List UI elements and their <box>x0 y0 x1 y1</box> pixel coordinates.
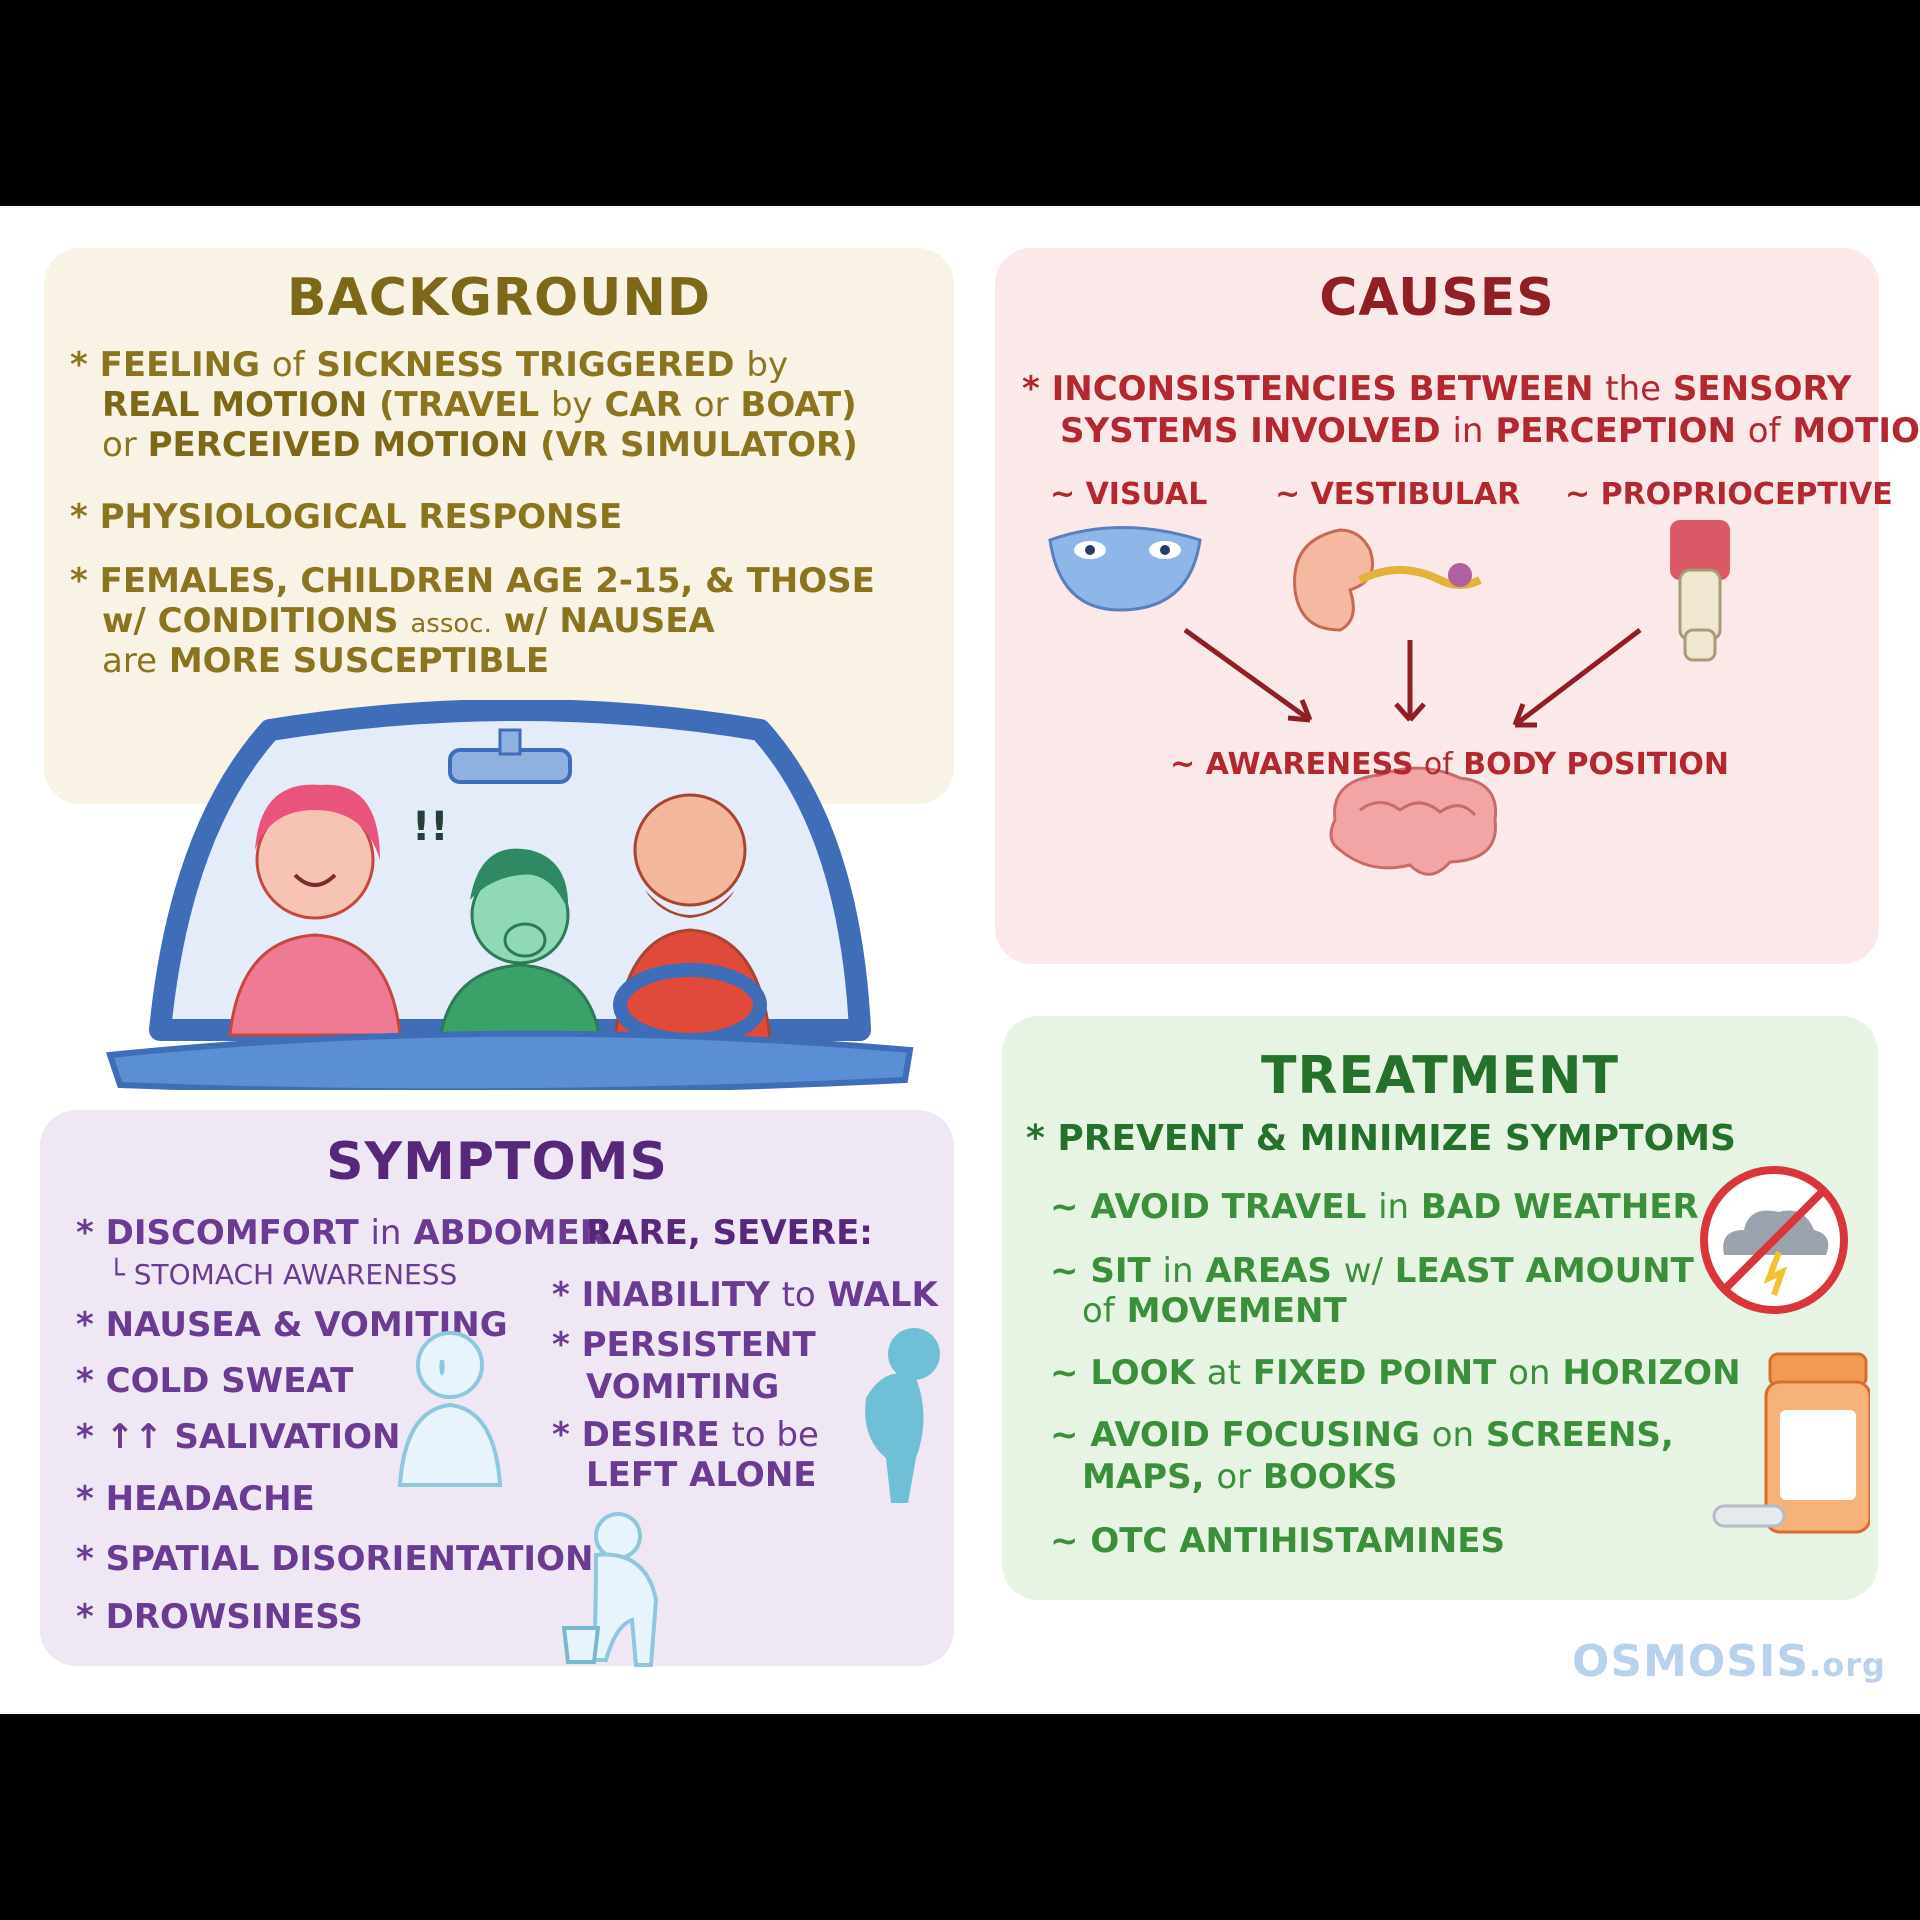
background-bullet-1-line2: REAL MOTION (TRAVEL by CAR or BOAT) <box>102 385 857 425</box>
car-illustration: !! <box>105 700 914 1090</box>
label-proprioceptive: ~ PROPRIOCEPTIVE <box>1565 477 1893 512</box>
background-bullet-2: * PHYSIOLOGICAL RESPONSE <box>70 497 623 537</box>
treatment-sit-areas-line2: of MOVEMENT <box>1082 1291 1347 1331</box>
treatment-main: * PREVENT & MINIMIZE SYMPTOMS <box>1026 1118 1736 1159</box>
arrow-proprioceptive <box>1513 628 1642 727</box>
awareness-body-position: ~ AWARENESS of BODY POSITION <box>1170 747 1730 782</box>
symptom-stomach-awareness: └ STOMACH AWARENESS <box>108 1258 458 1291</box>
symptom-headache: * HEADACHE <box>76 1479 315 1519</box>
face-icon <box>1048 526 1202 612</box>
causes-bullet-1: * INCONSISTENCIES BETWEEN the SENSORY <box>1022 369 1852 409</box>
symptom-persistent-vomiting-line2: VOMITING <box>586 1367 780 1407</box>
rare-severe-heading: RARE, SEVERE: <box>586 1213 873 1253</box>
symptom-discomfort-abdomen: * DISCOMFORT in ABDOMEN <box>76 1213 609 1253</box>
treatment-look-horizon: ~ LOOK at FIXED POINT on HORIZON <box>1050 1353 1741 1393</box>
medicine-bottle-icon <box>1712 1352 1870 1534</box>
background-title: BACKGROUND <box>286 268 712 328</box>
background-bullet-3: * FEMALES, CHILDREN AGE 2-15, & THOSE <box>70 561 875 601</box>
knee-joint-icon <box>1670 520 1730 662</box>
symptom-salivation: * ↑↑ SALIVATION <box>76 1417 401 1457</box>
background-bullet-3-line2: w/ CONDITIONS assoc. w/ NAUSEA <box>102 601 715 641</box>
treatment-avoid-weather: ~ AVOID TRAVEL in BAD WEATHER <box>1050 1187 1699 1227</box>
background-bullet-1-line3: or PERCEIVED MOTION (VR SIMULATOR) <box>102 425 858 465</box>
symptoms-title: SYMPTOMS <box>326 1132 668 1192</box>
no-bad-weather-icon <box>1700 1166 1848 1314</box>
sweating-figure-icon <box>397 1331 503 1487</box>
svg-text:!!: !! <box>412 804 448 850</box>
symptom-inability-walk: * INABILITY to WALK <box>552 1275 938 1315</box>
symptoms-panel <box>40 1110 954 1666</box>
brain-icon <box>1329 766 1498 876</box>
label-visual: ~ VISUAL <box>1050 477 1208 512</box>
symptom-drowsiness: * DROWSINESS <box>76 1597 363 1637</box>
osmosis-logo: OSMOSIS.org <box>1572 1636 1886 1687</box>
ear-icon <box>1293 528 1482 632</box>
treatment-sit-areas: ~ SIT in AREAS w/ LEAST AMOUNT <box>1050 1251 1694 1291</box>
treatment-antihistamines: ~ OTC ANTIHISTAMINES <box>1050 1521 1505 1561</box>
symptom-spatial-disorientation: * SPATIAL DISORIENTATION <box>76 1539 594 1579</box>
causes-bullet-1-line2: SYSTEMS INVOLVED in PERCEPTION of MOTION… <box>1060 411 1920 451</box>
treatment-title: TREATMENT <box>1261 1046 1619 1106</box>
treatment-panel <box>1002 1016 1878 1600</box>
causes-title: CAUSES <box>1319 268 1555 328</box>
treatment-avoid-screens-line2: MAPS, or BOOKS <box>1082 1457 1398 1497</box>
slumped-figure-icon <box>865 1328 940 1503</box>
symptom-desire-alone-line2: LEFT ALONE <box>586 1455 817 1495</box>
label-vestibular: ~ VESTIBULAR <box>1275 477 1521 512</box>
vomiting-figure-icon <box>561 1512 659 1667</box>
symptom-cold-sweat: * COLD SWEAT <box>76 1361 354 1401</box>
symptom-persistent-vomiting: * PERSISTENT <box>552 1325 816 1365</box>
background-bullet-1: * FEELING of SICKNESS TRIGGERED by <box>70 345 789 385</box>
causes-diagram <box>1048 520 1730 876</box>
symptom-desire-alone: * DESIRE to be <box>552 1415 819 1455</box>
treatment-avoid-screens: ~ AVOID FOCUSING on SCREENS, <box>1050 1415 1674 1455</box>
background-bullet-3-line3: are MORE SUSCEPTIBLE <box>102 641 550 681</box>
arrow-visual <box>1183 627 1312 723</box>
